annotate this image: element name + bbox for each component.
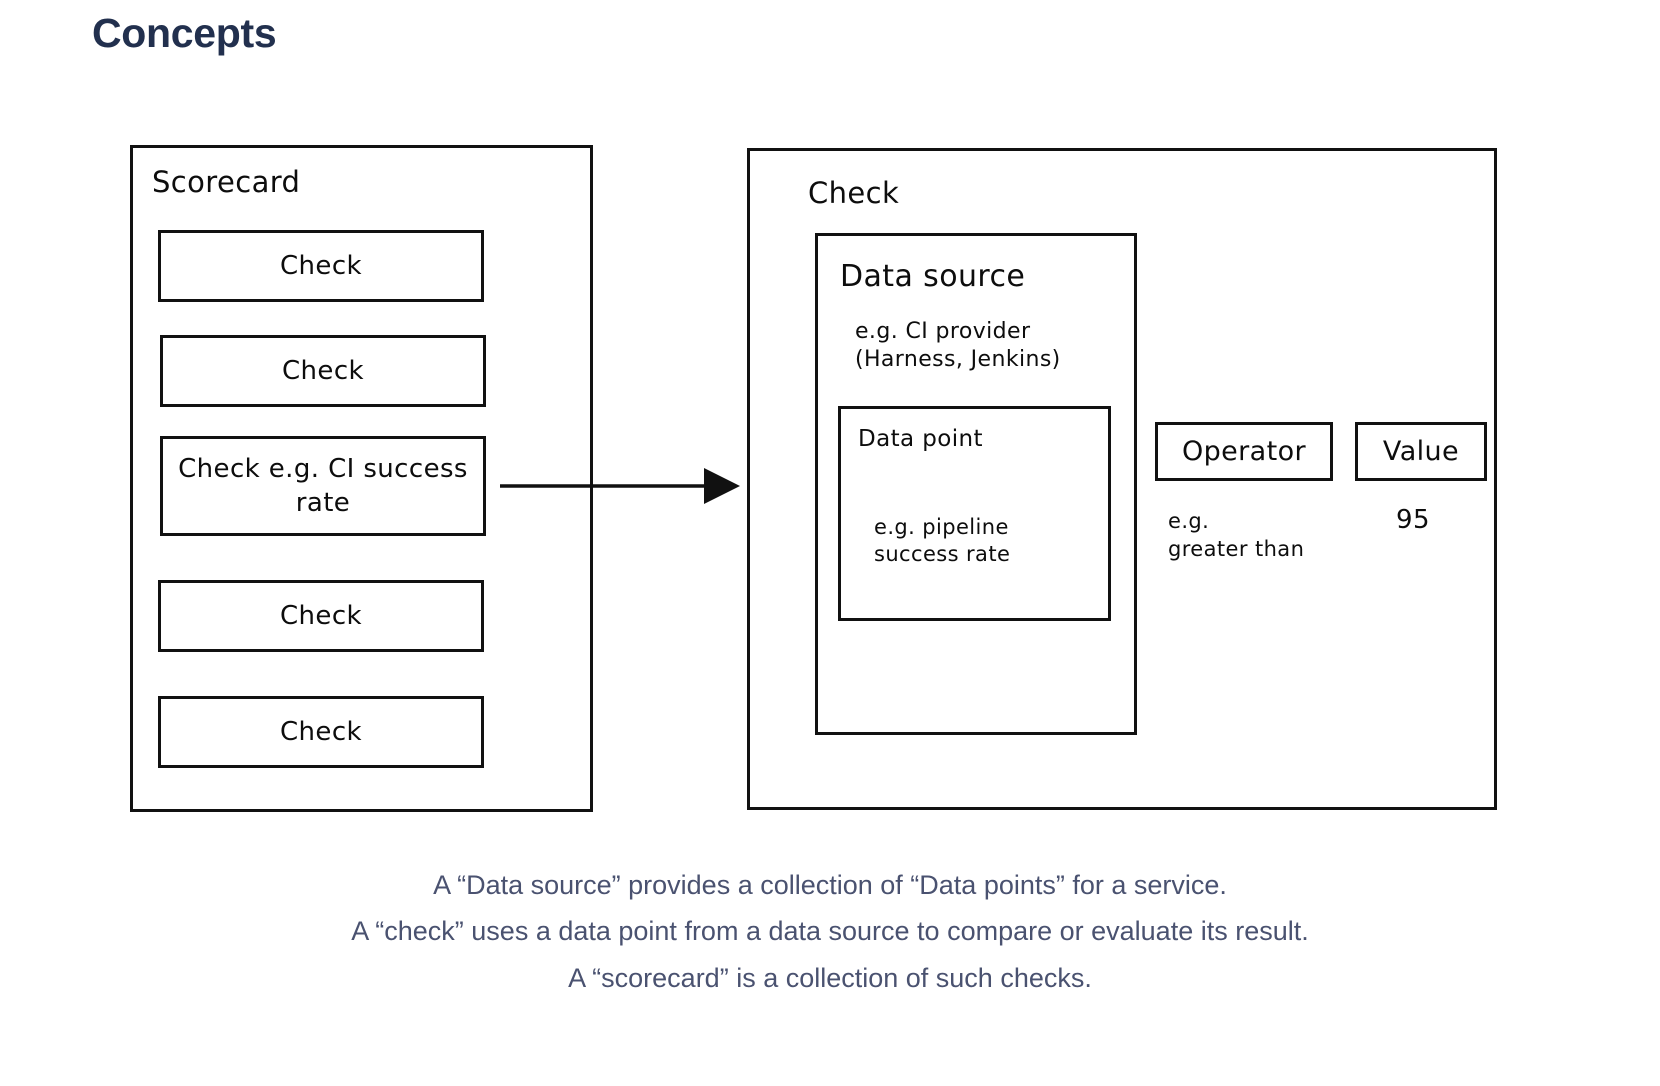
- value-label: Value: [1382, 436, 1460, 467]
- scorecard-check-5-label: Check: [280, 717, 362, 747]
- caption-line-1: A “Data source” provides a collection of…: [433, 870, 1227, 900]
- operator-box: [1155, 422, 1333, 481]
- check-detail-label: Check: [808, 176, 900, 210]
- operator-example: e.g. greater than: [1168, 509, 1305, 561]
- caption-line-3: A “scorecard” is a collection of such ch…: [568, 962, 1092, 993]
- scorecard-check-2-label: Check: [282, 356, 364, 386]
- data-source-label: Data source: [840, 259, 1026, 294]
- data-point-label: Data point: [858, 426, 983, 452]
- scorecard-check-3-box[interactable]: [160, 436, 486, 536]
- operator-label: Operator: [1181, 436, 1307, 467]
- scorecard-box: [130, 145, 593, 812]
- scorecard-check-5-box[interactable]: [158, 696, 484, 768]
- check-detail-box: [747, 148, 1497, 810]
- scorecard-check-3-label: Check e.g. CI success rate: [178, 453, 468, 518]
- scorecard-check-2-box[interactable]: [160, 335, 486, 407]
- value-example: 95: [1396, 505, 1430, 535]
- scorecard-label: Scorecard: [152, 165, 301, 199]
- value-box: [1355, 422, 1487, 481]
- concepts-diagram: Scorecard Check Check Check e.g. CI succ…: [130, 145, 1497, 812]
- data-point-box: [838, 406, 1111, 621]
- caption-line-2: A “check” uses a data point from a data …: [351, 916, 1309, 947]
- caption-block: A “Data source” provides a collection of…: [0, 862, 1660, 1001]
- scorecard-check-4-label: Check: [280, 601, 362, 631]
- scorecard-check-4-box[interactable]: [158, 580, 484, 652]
- scorecard-check-1-label: Check: [280, 251, 362, 281]
- data-source-box: [815, 233, 1137, 735]
- data-point-example: e.g. pipeline success rate: [874, 515, 1011, 567]
- scorecard-check-1-box[interactable]: [158, 230, 484, 302]
- arrow-head: [704, 468, 740, 504]
- page-title: Concepts: [92, 10, 277, 56]
- data-source-example: e.g. CI provider (Harness, Jenkins): [855, 319, 1061, 373]
